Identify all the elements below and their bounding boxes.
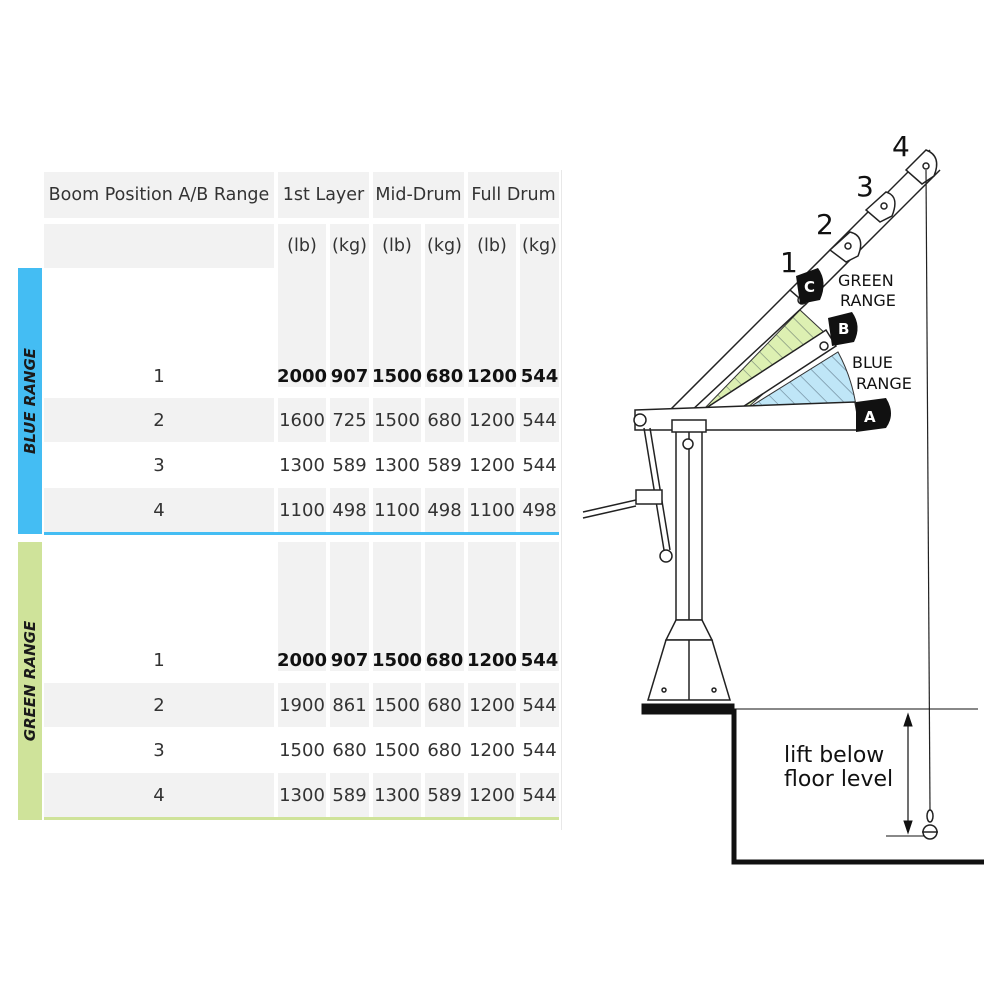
- point-c-label: C: [804, 278, 815, 296]
- capacity-cell: 544: [520, 683, 559, 727]
- point-marker-c: C: [796, 268, 824, 304]
- boom-position-cell: 2: [44, 398, 274, 442]
- capacity-cell: 907: [330, 268, 369, 387]
- capacity-cell: 1200: [469, 739, 515, 761]
- capacity-cell: 680: [425, 268, 464, 387]
- capacity-cell: 1200: [468, 398, 516, 442]
- blue-range-text-1: BLUE: [852, 353, 893, 372]
- blue-range-divider: [44, 532, 559, 535]
- boom-position-cell: 1: [153, 366, 165, 387]
- capacity-cell: 544: [520, 773, 559, 817]
- capacity-cell: 1200: [469, 454, 515, 476]
- boom-position-cell: 3: [153, 454, 165, 476]
- crane-mast: [646, 419, 732, 701]
- capacity-cell: 589: [425, 773, 464, 817]
- table-right-edge: [561, 170, 562, 830]
- header-boom-position: Boom Position A/B Range: [44, 172, 274, 218]
- header-units-blank: [44, 224, 274, 268]
- unit-kg: (kg): [425, 224, 464, 268]
- capacity-cell: 498: [330, 488, 369, 532]
- capacity-cell: 1200: [468, 773, 516, 817]
- capacity-cell: 907: [330, 542, 369, 671]
- unit-kg: (kg): [330, 224, 369, 268]
- capacity-cell: 1100: [468, 488, 516, 532]
- capacity-cell: 1200: [467, 542, 517, 671]
- capacity-cell: 544: [520, 398, 559, 442]
- boom-position-cell: 4: [44, 488, 274, 532]
- unit-kg: (kg): [520, 224, 559, 268]
- capacity-cell: 1300: [278, 773, 326, 817]
- capacity-cell: 680: [332, 739, 367, 761]
- floor-outline: [641, 703, 984, 865]
- capacity-cell: 544: [520, 268, 559, 387]
- capacity-cell: 498: [520, 488, 559, 532]
- boom-position-cell: 1: [153, 650, 165, 671]
- unit-lb: (lb): [278, 224, 326, 268]
- boom-lower: [634, 401, 861, 431]
- capacity-cell: 861: [330, 683, 369, 727]
- green-range-text-1: GREEN: [838, 271, 894, 290]
- green-range-text-2: RANGE: [840, 291, 896, 310]
- boom-position-cell: 2: [44, 683, 274, 727]
- blue-range-band: BLUE RANGE: [18, 268, 42, 534]
- capacity-cell: 589: [427, 454, 462, 476]
- hoist-cable: [925, 169, 931, 811]
- point-a-label: A: [864, 408, 876, 426]
- capacity-cell: 2000: [277, 268, 327, 387]
- green-range-divider: [44, 817, 559, 820]
- capacity-cell: 1500: [373, 398, 421, 442]
- capacity-cell: 544: [522, 739, 557, 761]
- capacity-cell: 1200: [468, 683, 516, 727]
- lift-arrow: [886, 712, 924, 837]
- capacity-cell: 1300: [279, 454, 325, 476]
- capacity-cell: 680: [425, 683, 464, 727]
- capacity-cell: 1300: [374, 454, 420, 476]
- capacity-cell: 680: [427, 739, 462, 761]
- header-full-drum: Full Drum: [468, 172, 559, 218]
- capacity-cell: 1500: [374, 739, 420, 761]
- capacity-cell: 680: [425, 542, 464, 671]
- capacity-cell: 1300: [373, 773, 421, 817]
- capacity-cell: 1500: [373, 683, 421, 727]
- point-marker-a: A: [856, 398, 891, 432]
- capacity-cell: 1600: [278, 398, 326, 442]
- lift-label-2: floor level: [784, 767, 893, 792]
- unit-lb: (lb): [468, 224, 516, 268]
- capacity-cell: 498: [425, 488, 464, 532]
- position-4-label: 4: [892, 130, 910, 163]
- hook-icon: [922, 809, 938, 840]
- capacity-cell: 2000: [277, 542, 327, 671]
- capacity-cell: 589: [330, 773, 369, 817]
- capacity-cell: 1100: [373, 488, 421, 532]
- position-3-label: 3: [856, 170, 874, 203]
- blue-range-text-2: RANGE: [856, 374, 912, 393]
- position-2-label: 2: [816, 208, 834, 241]
- header-mid-drum: Mid-Drum: [373, 172, 464, 218]
- capacity-cell: 1500: [372, 268, 422, 387]
- winch-assembly: [582, 413, 694, 563]
- capacity-cell: 725: [330, 398, 369, 442]
- capacity-cell: 1100: [278, 488, 326, 532]
- point-marker-b: B: [828, 312, 858, 346]
- position-1-label: 1: [780, 246, 798, 279]
- capacity-cell: 1200: [467, 268, 517, 387]
- lift-label-1: lift below: [784, 743, 884, 768]
- green-range-band: GREEN RANGE: [18, 542, 42, 820]
- capacity-cell: 1500: [372, 542, 422, 671]
- capacity-cell: 589: [332, 454, 367, 476]
- point-b-label: B: [838, 320, 849, 338]
- capacity-cell: 1900: [278, 683, 326, 727]
- capacity-cell: 544: [520, 542, 559, 671]
- header-first-layer: 1st Layer: [278, 172, 369, 218]
- capacity-cell: 1500: [279, 739, 325, 761]
- boom-position-cell: 3: [153, 739, 165, 761]
- unit-lb: (lb): [373, 224, 421, 268]
- boom-position-cell: 4: [44, 773, 274, 817]
- capacity-cell: 680: [425, 398, 464, 442]
- capacity-cell: 544: [522, 454, 557, 476]
